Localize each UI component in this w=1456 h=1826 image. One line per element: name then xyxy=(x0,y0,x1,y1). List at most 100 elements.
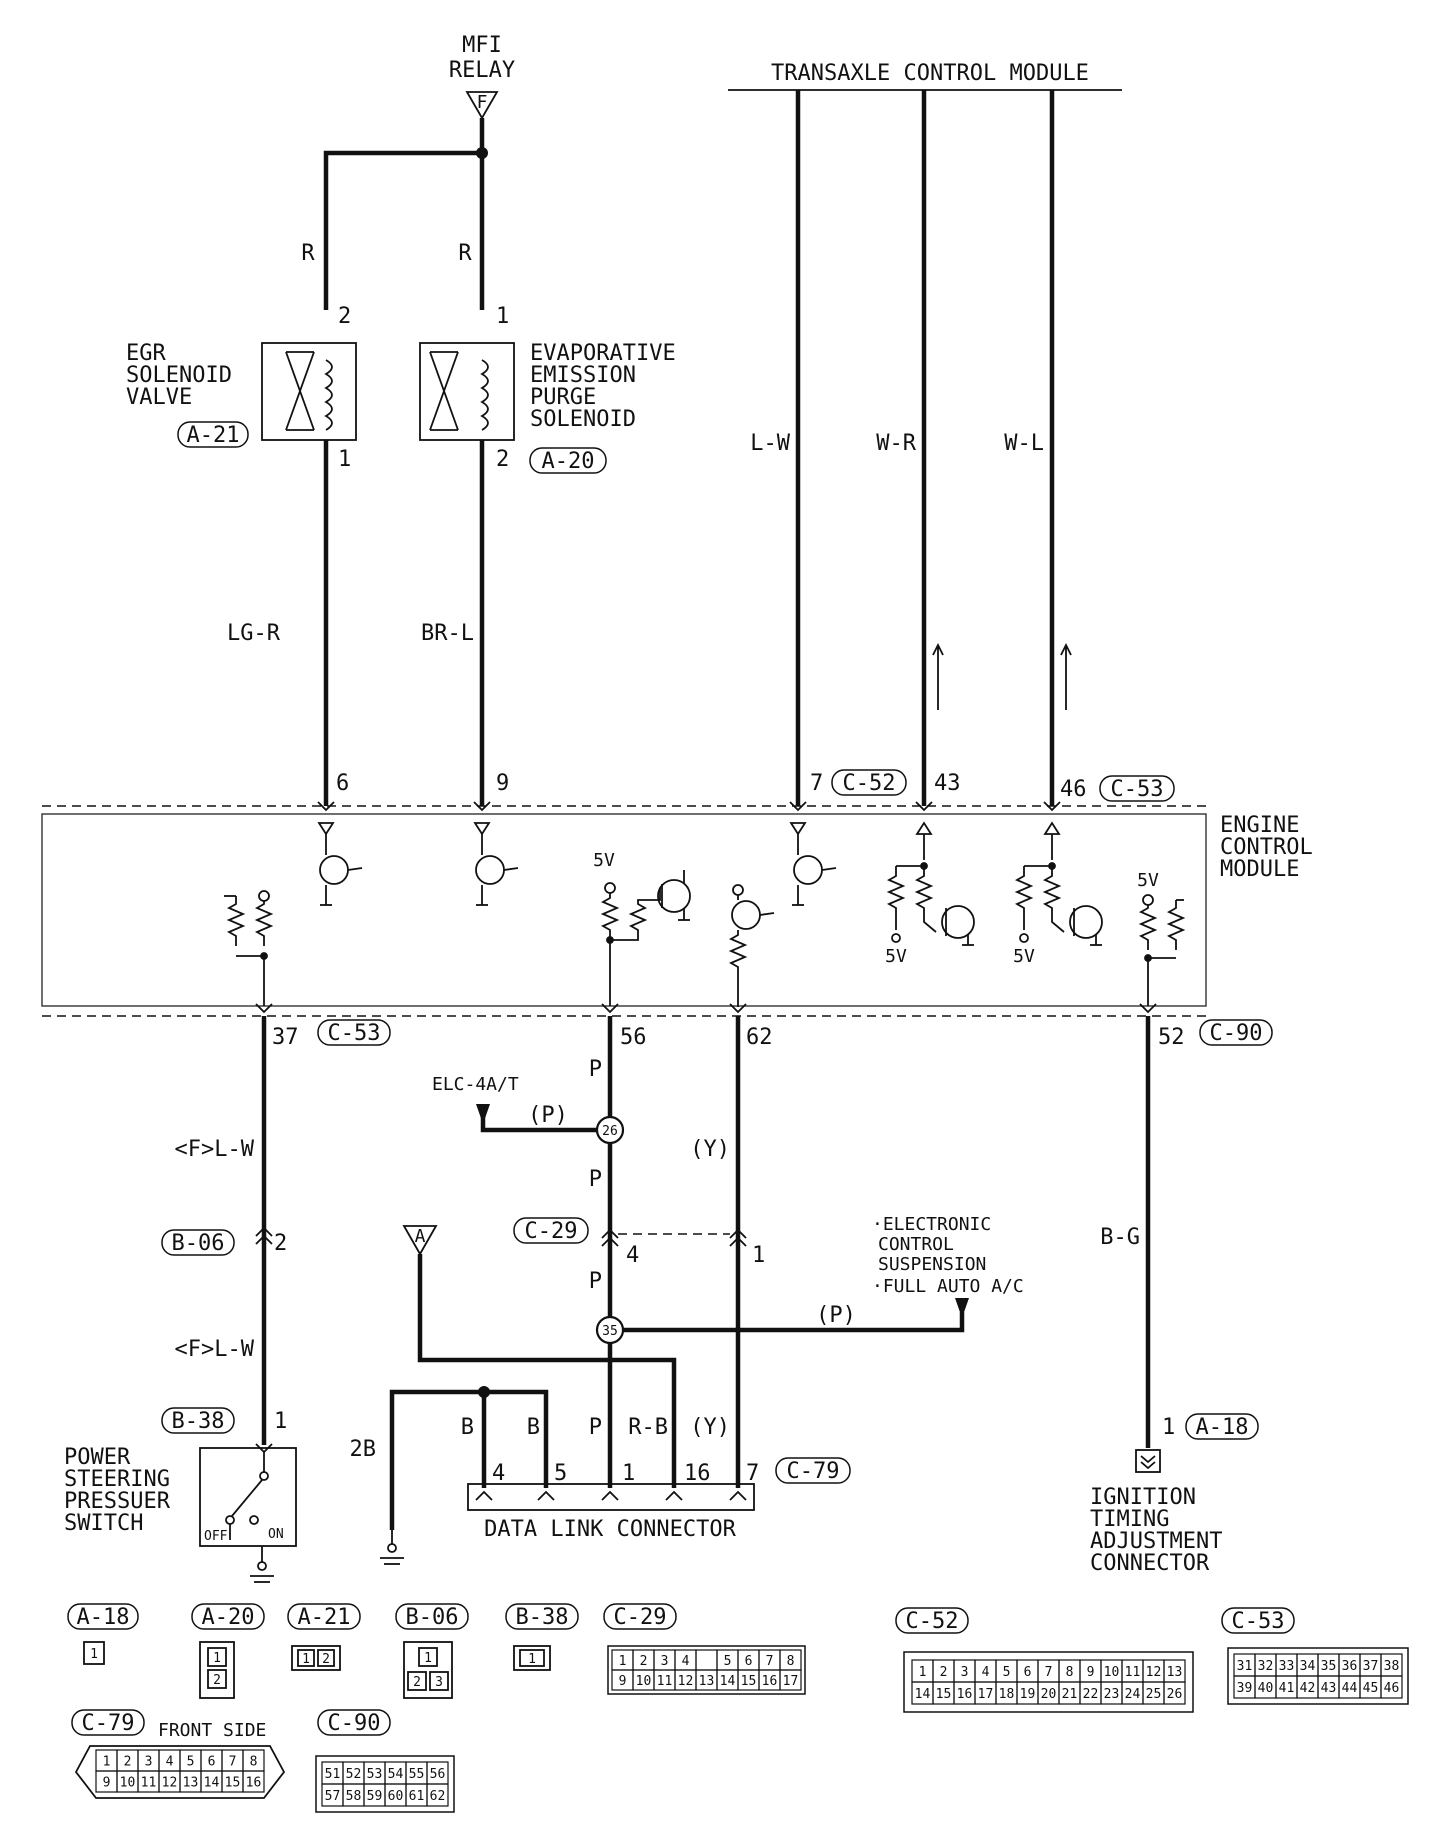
evap-solenoid-box xyxy=(419,342,515,441)
pin-number: 52 xyxy=(346,1767,362,1782)
legend-b06-pin: 1 xyxy=(424,1651,432,1666)
terminal-icon xyxy=(317,801,335,812)
ground-2b-label: 2B xyxy=(350,1437,377,1462)
evap-label-4: SOLENOID xyxy=(530,407,636,432)
legend-b06-housing xyxy=(403,1641,453,1699)
ps-label-3: PRESSUER xyxy=(64,1489,171,1514)
dlc-pin-7: 7 xyxy=(746,1461,759,1486)
legend-ref-c90 xyxy=(317,1709,391,1736)
pin-number: 60 xyxy=(388,1789,404,1804)
ecm-label-2: CONTROL xyxy=(1220,835,1313,860)
a-terminal-label: A xyxy=(415,1226,426,1247)
pin-number: 1 xyxy=(619,1654,627,1669)
connector-cavity xyxy=(695,1649,718,1671)
ecm-pin-52: 52 xyxy=(1158,1025,1185,1050)
wire-color-b-1: B xyxy=(461,1415,474,1440)
connector-legend: A-18 1 A-20 1 2 A-21 1 2 B-06 1 2 3 B-38 xyxy=(67,1603,1409,1813)
evap-label-2: EMISSION xyxy=(530,363,636,388)
evap-label-3: PURGE xyxy=(530,385,596,410)
valve-icon xyxy=(429,351,459,431)
ecm-label-3: MODULE xyxy=(1220,857,1299,882)
legend-ref-c79-label: C-79 xyxy=(82,1711,135,1736)
pin-number: 62 xyxy=(430,1789,446,1804)
wire-color-l-w: L-W xyxy=(750,431,790,456)
ignition-timing-circuit: 52 C-90 B-G 1 A-18 IGNITION TIMING ADJUS… xyxy=(1090,1016,1273,1576)
pin-number: 6 xyxy=(208,1755,216,1770)
connector-ref-c29 xyxy=(513,1217,589,1244)
connector-cavity xyxy=(1163,1681,1186,1705)
legend-ref-a18 xyxy=(67,1603,139,1630)
pin-number: 26 xyxy=(1167,1687,1183,1702)
transistor-icon xyxy=(473,822,519,906)
transistor-icon xyxy=(317,822,363,906)
ecm-pin-37: 37 xyxy=(272,1025,299,1050)
legend-c79-housing xyxy=(74,1745,286,1799)
egr-label-2: SOLENOID xyxy=(126,363,232,388)
pullup-circuit-icon xyxy=(1138,894,1186,1014)
connector-ref-a20 xyxy=(529,447,607,474)
pin-number: 10 xyxy=(636,1674,652,1689)
legend-ref-a20 xyxy=(191,1603,265,1630)
wire-color-y-1: (Y) xyxy=(690,1137,730,1162)
egr-solenoid-valve: EGR SOLENOID VALVE 2 1 A-21 xyxy=(126,304,357,472)
pin-number: 11 xyxy=(657,1674,673,1689)
pin-number: 51 xyxy=(325,1767,341,1782)
wire-color-w-r: W-R xyxy=(876,431,916,456)
legend-ref-b38-label: B-38 xyxy=(516,1605,569,1630)
pin-number: 45 xyxy=(1363,1681,1379,1696)
suspension-label-4: ·FULL AUTO A/C xyxy=(872,1276,1024,1297)
pin-number: 12 xyxy=(162,1776,178,1791)
pin-number: 55 xyxy=(409,1767,425,1782)
legend-front-side: FRONT SIDE xyxy=(158,1720,266,1741)
pin-number: 14 xyxy=(720,1674,736,1689)
volt-5v: 5V xyxy=(885,946,907,967)
suspension-label-1: ·ELECTRONIC xyxy=(872,1214,991,1235)
elc-label: ELC-4A/T xyxy=(432,1074,519,1095)
pin-number: 3 xyxy=(661,1654,669,1669)
wire-suspension xyxy=(623,1312,965,1333)
wire-color-p-1: P xyxy=(589,1057,602,1082)
terminal-icon xyxy=(601,1490,619,1501)
legend-ref-b06 xyxy=(395,1603,469,1630)
suspension-terminal-icon xyxy=(955,1298,969,1318)
wire-color-y-2: (Y) xyxy=(690,1415,730,1440)
wire-elc xyxy=(480,1112,598,1133)
connector-ref-c53b xyxy=(317,1019,391,1046)
pin-number: 25 xyxy=(1146,1687,1162,1702)
ecm-label-1: ENGINE xyxy=(1220,813,1299,838)
legend-a20-pin: 1 xyxy=(213,1651,221,1666)
legend-a20-housing xyxy=(199,1641,235,1699)
legend-ref-c52-label: C-52 xyxy=(906,1609,959,1634)
tcm-label: TRANSAXLE CONTROL MODULE xyxy=(771,61,1089,86)
pin-number: 20 xyxy=(1041,1687,1057,1702)
pin-number: 37 xyxy=(1363,1659,1379,1674)
legend-ref-c53 xyxy=(1221,1607,1295,1634)
valve-icon xyxy=(285,351,315,431)
pin-number: 42 xyxy=(1300,1681,1316,1696)
connector-ref-c79 xyxy=(775,1457,851,1484)
inline-connector-icon xyxy=(601,1228,619,1247)
legend-ref-b38 xyxy=(505,1603,579,1630)
mfi-relay-label-2: RELAY xyxy=(449,58,515,83)
mfi-relay-label-1: MFI xyxy=(462,33,502,58)
legend-ref-a18-label: A-18 xyxy=(77,1605,130,1630)
ecm-pin-62: 62 xyxy=(746,1025,773,1050)
wire-color-p-3: P xyxy=(589,1269,602,1294)
egr-label-3: VALVE xyxy=(126,385,192,410)
legend-a21-pin: 2 xyxy=(322,1652,330,1667)
legend-ref-a21 xyxy=(287,1603,361,1630)
b06-pin-2: 2 xyxy=(274,1231,287,1256)
pin-number: 13 xyxy=(699,1674,715,1689)
pin-number: 58 xyxy=(346,1789,362,1804)
splice-dot xyxy=(476,147,488,159)
pin-number: 24 xyxy=(1125,1687,1141,1702)
pin-number: 14 xyxy=(915,1687,931,1702)
suspension-label-3: SUSPENSION xyxy=(878,1254,986,1275)
legend-a20-pin: 2 xyxy=(213,1673,221,1688)
pin-number: 9 xyxy=(619,1674,627,1689)
connector-ref-c52-label: C-52 xyxy=(843,771,896,796)
pin-number: 10 xyxy=(120,1776,136,1791)
connector-cavity xyxy=(1380,1675,1403,1699)
pin-number: 7 xyxy=(229,1755,237,1770)
legend-a18-pin: 1 xyxy=(90,1647,98,1662)
